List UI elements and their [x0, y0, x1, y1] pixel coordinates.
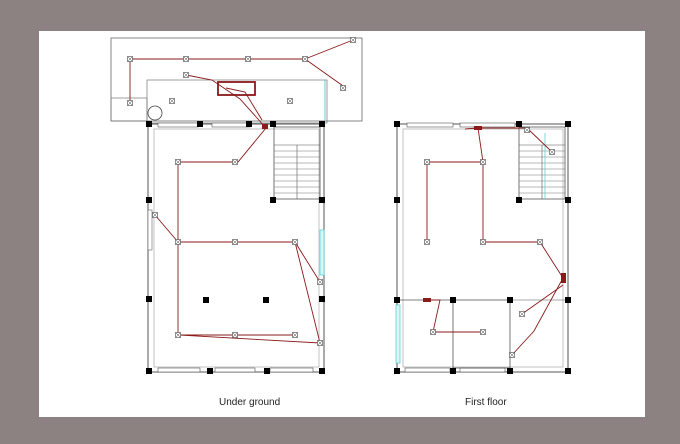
underground-columns: [146, 121, 325, 374]
first-floor-columns: [394, 121, 571, 374]
first-floor-caption: First floor: [465, 397, 507, 408]
first-floor-staircase: [518, 126, 566, 200]
underground-caption: Under ground: [219, 397, 281, 408]
first-floor-board: [561, 273, 566, 283]
underground-plan: [110, 37, 363, 374]
first-floor-wiring: [425, 127, 564, 356]
drawing-sheet: [39, 31, 645, 417]
distribution-board: [217, 81, 256, 96]
water-tank-symbol: [147, 105, 163, 121]
underground-staircase: [273, 126, 321, 200]
annex-outline: [110, 37, 363, 122]
first-floor-plan: [394, 121, 571, 374]
